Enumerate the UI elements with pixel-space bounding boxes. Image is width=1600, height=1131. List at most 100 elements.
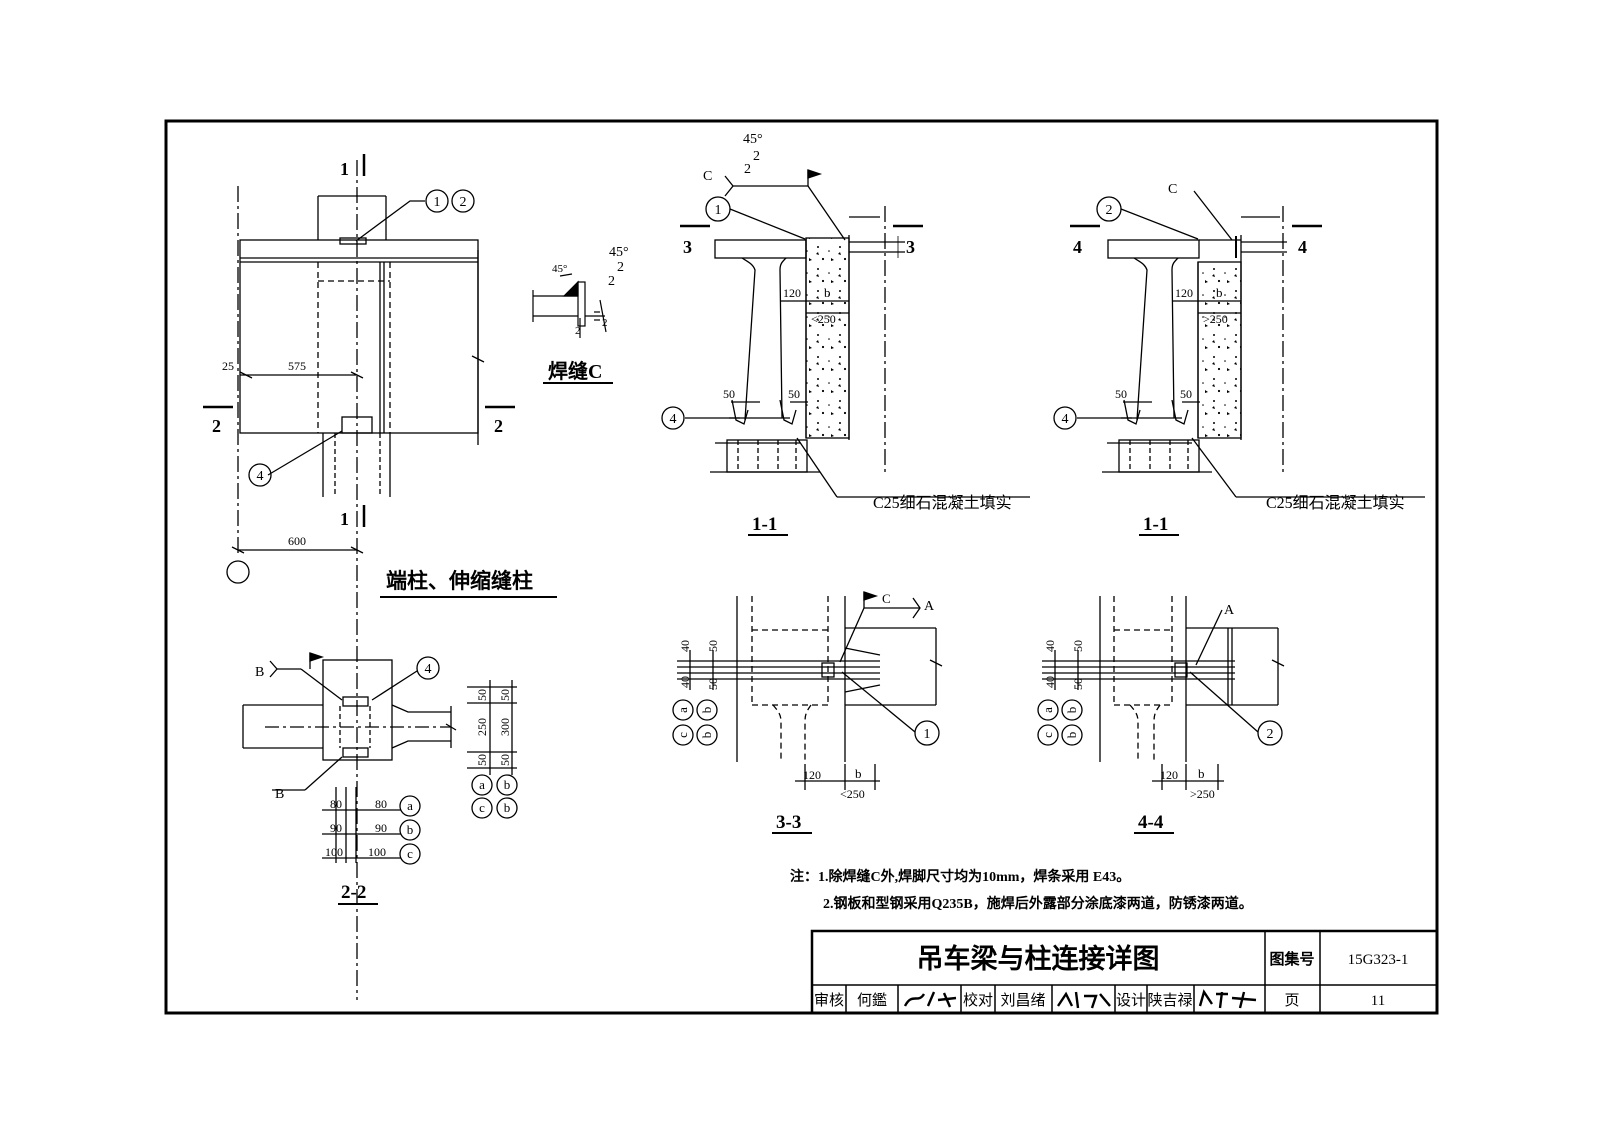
sec22-vdim-50a: 50 [475,689,489,701]
sec22-vdim-50c: 50 [475,754,489,766]
section-mark-2-right: 2 [494,416,503,436]
sec44-circle-b1: b [1064,707,1079,714]
weld-c-detail [532,273,607,338]
sheet-border [164,119,1439,1015]
sec44-part-tag: 2 [1267,727,1274,742]
sec11b-part-tag: 2 [1106,203,1113,218]
sec33-circle-a-shape [672,699,694,721]
part-tag-1: 1 [434,195,441,210]
sec33-circle-c-shape [672,724,694,746]
sec33-weld-C: C [882,591,891,606]
sec33-dim-250: <250 [840,787,865,801]
sec22-weld-B-top: B [255,665,264,680]
design-label: 设计 [1116,992,1146,1009]
sec22-vcircle-b2: b [504,800,511,815]
sec44-dim-40b: 40 [1043,676,1057,688]
sec33-circle-c: c [675,732,690,738]
sec22-dim-80-left: 80 [330,797,342,811]
sec22-vcircle-b1: b [504,777,511,792]
sec11b-mark-left: 4 [1073,237,1082,257]
sec11a-concrete-note: C25细石混凝土填实 [873,494,1012,512]
section-4-4 [1042,596,1285,834]
sec44-circle-c: c [1040,732,1055,738]
checker-signature [1057,991,1111,1009]
sec44-label: 4-4 [1138,812,1164,833]
sec44-circle-a: a [1040,707,1055,713]
sec11b-dim-250: >250 [1203,312,1228,326]
reviewer-signature [903,991,957,1008]
sec33-dim-40b: 40 [678,676,692,688]
section-3-3 [677,591,943,834]
sec22-dim-80-right: 80 [375,797,387,811]
sec11a-dim-50a: 50 [723,387,735,401]
sec33-dim-b: b [855,766,862,781]
sec33-dim-40a: 40 [678,640,692,652]
sec11b-label: 1-1 [1143,514,1168,535]
sec44-circle-c-shape [1037,724,1059,746]
part-tag-2: 2 [460,195,467,210]
sec11b-dim-120: 120 [1175,286,1193,300]
sec11a-part-tag-4: 4 [670,412,677,427]
sec22-part-tag-4: 4 [425,662,432,677]
sec44-dim-50a: 50 [1071,640,1085,652]
sec44-dim-50b: 50 [1071,678,1085,690]
sec11b-weld-label: C [1168,182,1177,197]
sec33-label: 3-3 [776,812,801,833]
sec22-vdim-300: 300 [498,718,512,736]
sec33-circle-b1: b [699,707,714,714]
part-tag-4: 4 [257,469,264,484]
sec11b-dim-50a: 50 [1115,387,1127,401]
sec11b-mark-right: 4 [1298,237,1307,257]
weld-c-angle: 45° [609,245,629,260]
sec44-circle-b1-shape [1061,699,1083,721]
review-label: 审核 [814,992,844,1009]
sec22-vcircle-c: c [479,800,485,815]
sec44-dim-250: >250 [1190,787,1215,801]
drawing-title: 吊车梁与柱连接详图 [917,943,1160,974]
weld-c-size-top: 2 [617,260,624,275]
sec11a-dim-b: b [824,285,831,300]
note-line-2: 2.钢板和型钢采用Q235B，施焊后外露部分涂底漆两道，防锈漆两道。 [823,895,1253,912]
check-label: 校对 [963,992,993,1009]
sec11b-concrete-note: C25细石混凝土填实 [1266,494,1405,512]
sec44-dim-40a: 40 [1043,640,1057,652]
designer-signature [1198,989,1257,1009]
sec22-circle-b: b [407,822,414,837]
sec33-weld-A: A [924,599,935,614]
section-mark-1-bottom: 1 [340,509,349,529]
section-mark-1-top: 1 [340,159,349,179]
sec11b-dim-50b: 50 [1180,387,1192,401]
sec11a-num-top: 2 [753,149,760,164]
sec33-dim-50b: 50 [706,678,720,690]
sec11a-mark-left: 3 [683,237,692,257]
dim-575: 575 [288,359,306,373]
sec22-dim-100-right: 100 [368,845,386,859]
sec11a-angle: 45° [743,132,763,147]
weld-c-gap-2: 2 [602,317,608,329]
section-1-1-a [661,169,1030,536]
sec11a-dim-50b: 50 [788,387,800,401]
sec22-dim-90-left: 90 [330,821,342,835]
weld-c-title: 焊缝C [548,359,602,383]
page-label: 页 [1284,993,1299,1009]
sec22-vdim-50d: 50 [498,754,512,766]
weld-c-size-side: 2 [608,274,615,289]
sec11a-label: 1-1 [752,514,777,535]
sec11a-part-tag: 1 [715,203,722,218]
sec11a-dim-250: <250 [811,312,836,326]
dim-25: 25 [222,359,234,373]
weld-c-angle-small: 45° [552,263,567,275]
atlas-number-label: 图集号 [1269,950,1314,968]
sec44-circle-a-shape [1037,699,1059,721]
left-view-caption: 端柱、伸缩缝柱 [386,569,533,593]
sec44-weld-A: A [1224,603,1235,618]
sec44-dim-120: 120 [1160,768,1178,782]
sec22-vcircle-a: a [479,777,485,792]
sec22-dim-90-right: 90 [375,821,387,835]
sec11a-dim-120: 120 [783,286,801,300]
sec33-dim-50a: 50 [706,640,720,652]
sec33-part-tag: 1 [924,727,931,742]
sec33-circle-b1-shape [696,699,718,721]
atlas-number: 15G323-1 [1348,952,1409,968]
